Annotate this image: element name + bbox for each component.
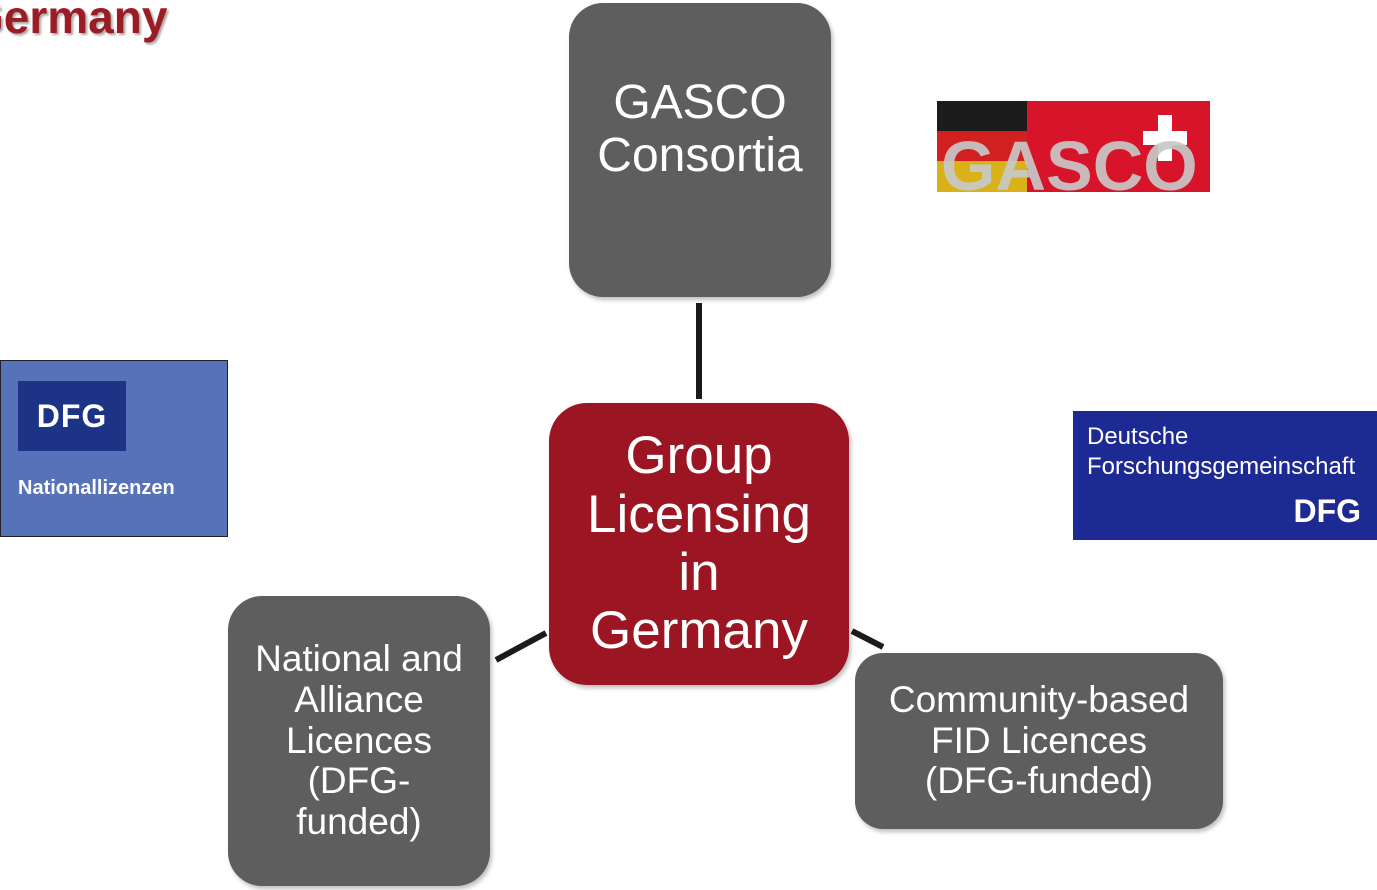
- node-text-line: funded): [296, 801, 422, 843]
- node-text-line: Germany: [590, 601, 808, 661]
- node-text-line: Community-based: [888, 678, 1190, 720]
- node-text-line: National and: [255, 638, 463, 680]
- dfg-mark: DFG: [18, 381, 126, 451]
- nationallizenzen-label: Nationallizenzen: [18, 477, 175, 499]
- dfg-logo: Deutsche Forschungsgemeinschaft DFG: [1073, 411, 1377, 540]
- national-alliance-licences-node: National and Alliance Licences (DFG- fun…: [228, 596, 490, 886]
- dfg-logo-line2: Forschungsgemeinschaft: [1087, 453, 1356, 480]
- dfg-logo-line1: Deutsche: [1087, 423, 1189, 450]
- node-text-line: Consortia: [597, 129, 803, 182]
- dfg-logo-mark: DFG: [1293, 493, 1361, 529]
- slide-title: Germany: [0, 0, 168, 43]
- gasco-consortia-node: GASCO Consortia: [569, 3, 831, 297]
- node-text-line: in: [678, 543, 720, 602]
- connector-right: [850, 628, 885, 650]
- fid-licences-node: Community-based FID Licences (DFG-funded…: [855, 653, 1223, 829]
- dfg-nationallizenzen-logo: DFG Nationallizenzen: [0, 360, 228, 537]
- connector-left: [494, 630, 548, 663]
- node-text-line: GASCO: [613, 76, 787, 130]
- node-text-line: Alliance: [294, 678, 424, 720]
- gasco-logo: GASCO: [937, 101, 1210, 192]
- node-text-line: Licences: [285, 719, 432, 761]
- gasco-logo-text: GASCO: [941, 127, 1198, 192]
- node-text-line: Group: [625, 426, 773, 486]
- node-text-line: Licensing: [587, 484, 811, 544]
- node-text-line: (DFG-: [307, 760, 411, 802]
- node-text-line: (DFG-funded): [924, 760, 1154, 802]
- group-licensing-node: Group Licensing in Germany: [549, 403, 849, 685]
- node-text-line: FID Licences: [931, 719, 1147, 761]
